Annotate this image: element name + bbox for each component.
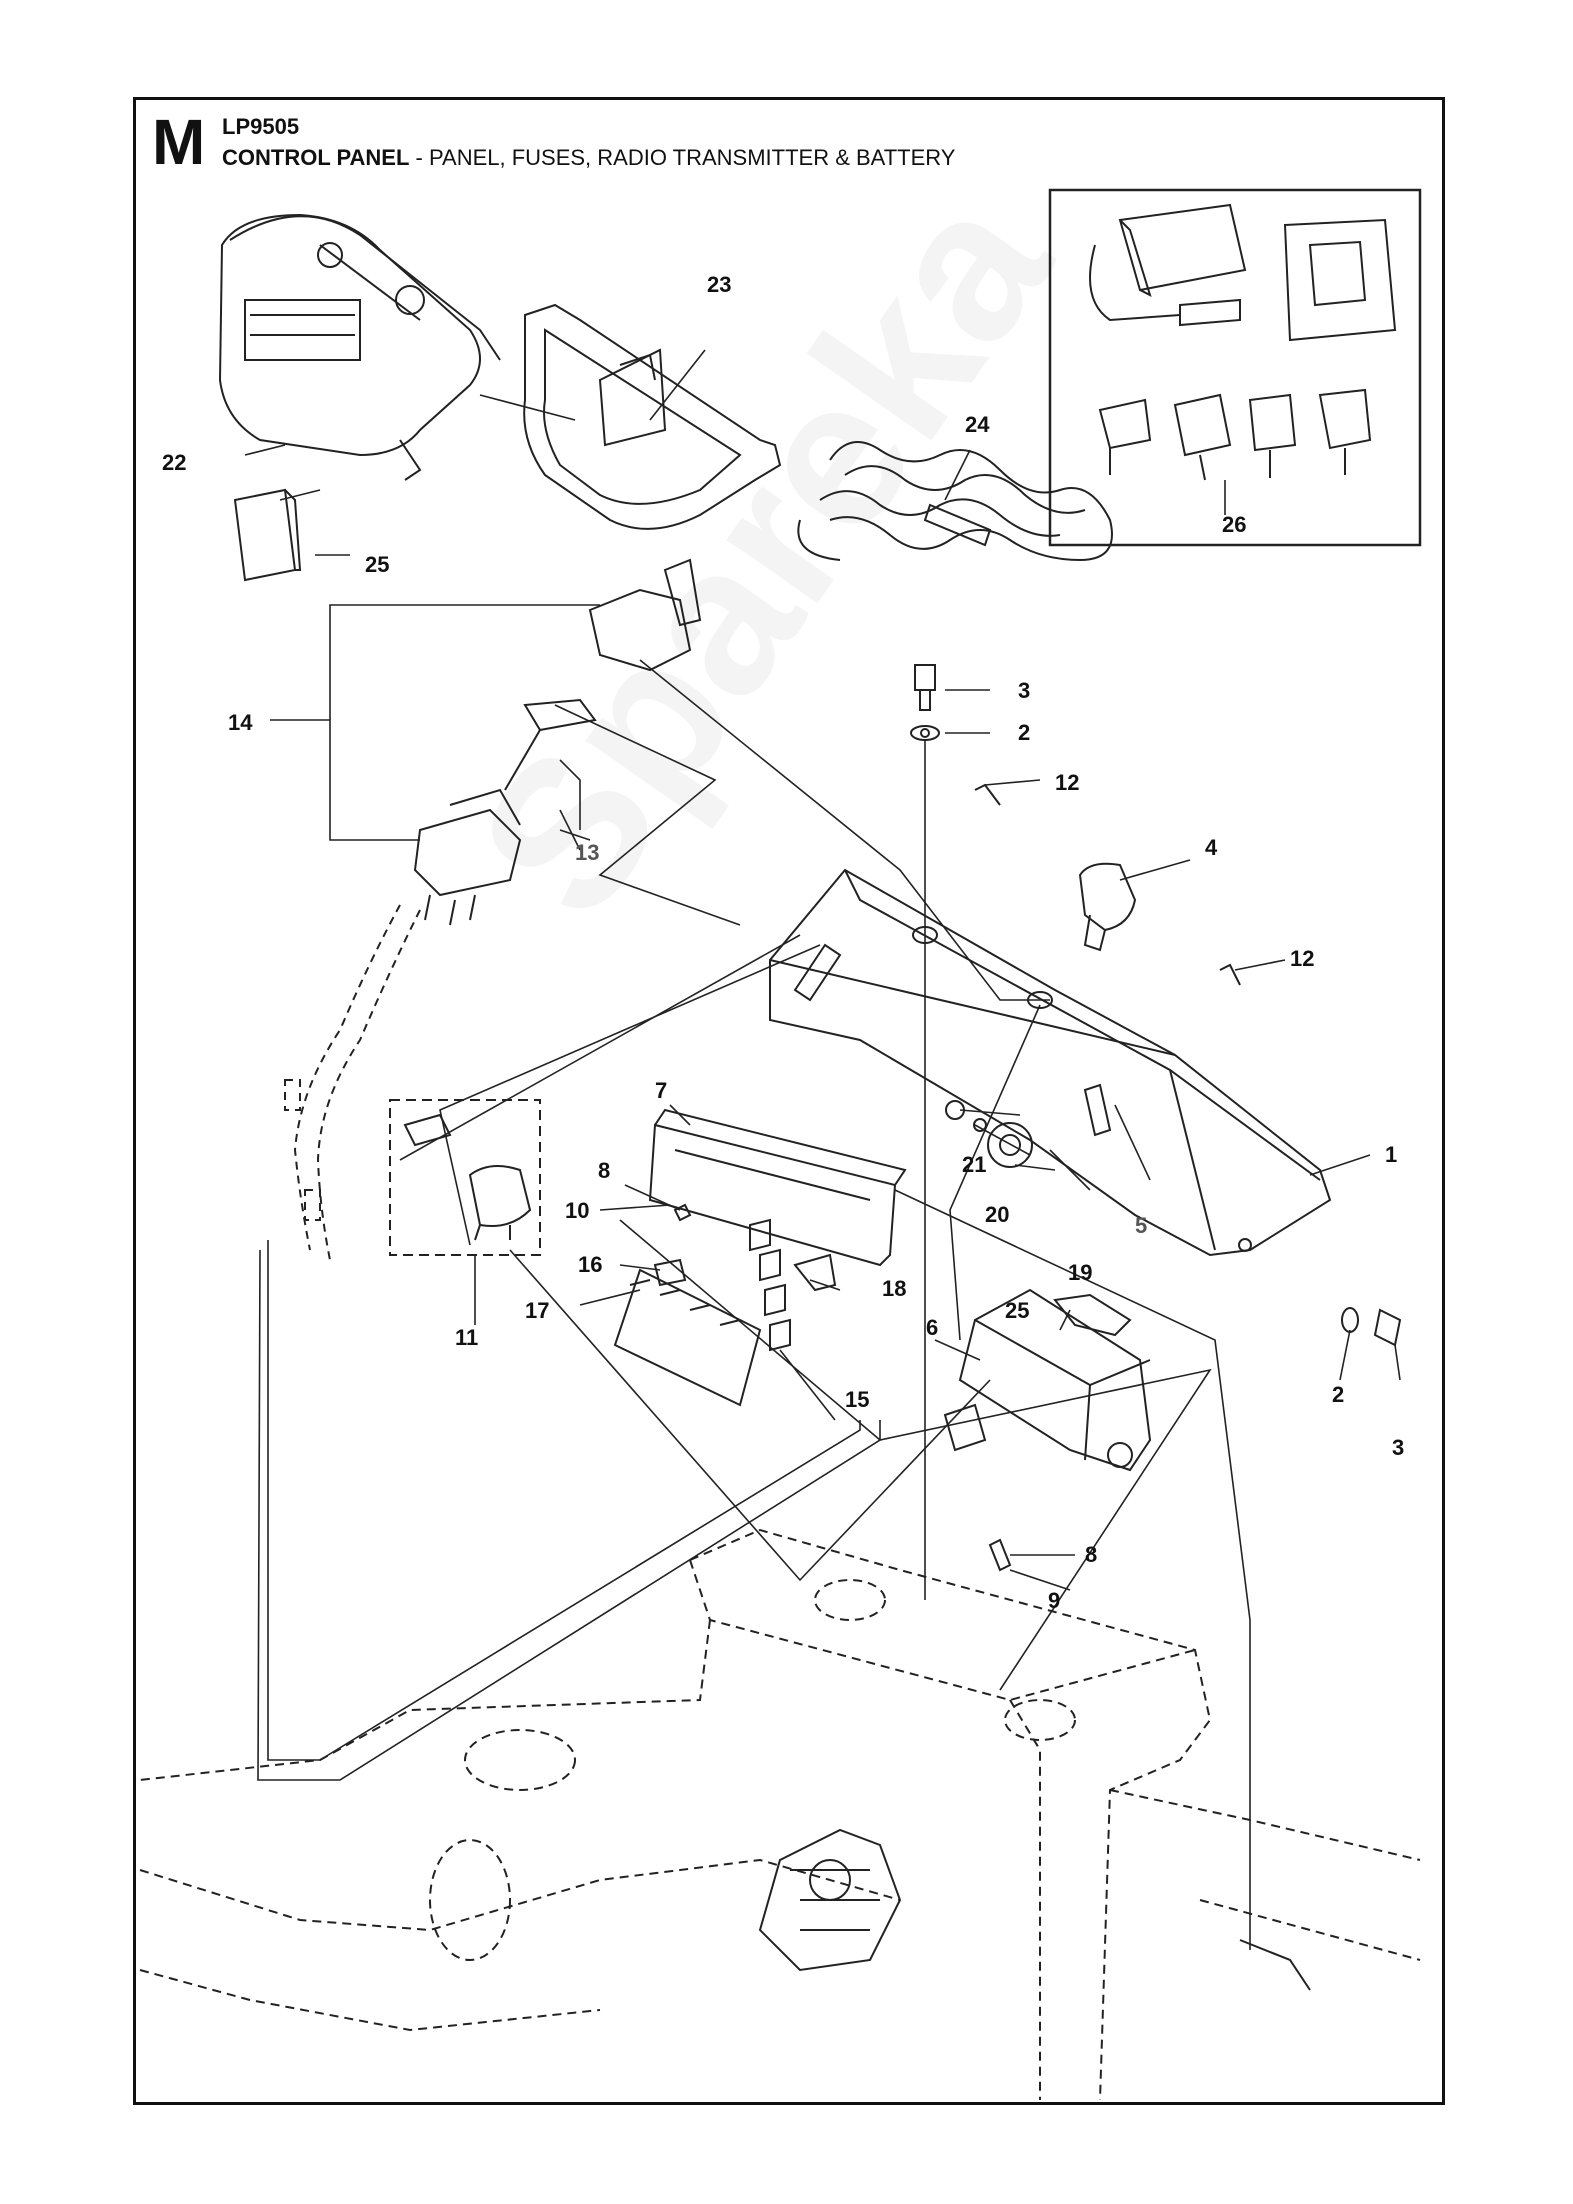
machine-frame-outline: [139, 1528, 1421, 2101]
callout-25a: 25: [365, 552, 389, 577]
callout-12b: 12: [1290, 946, 1314, 971]
callout-21: 21: [962, 1152, 986, 1177]
callout-13: 13: [575, 840, 599, 865]
callout-7: 7: [655, 1078, 667, 1103]
callout-12a: 12: [1055, 770, 1079, 795]
title-rest: - PANEL, FUSES, RADIO TRANSMITTER & BATT…: [409, 145, 956, 170]
callout-6: 6: [926, 1315, 938, 1340]
callout-3a: 3: [1018, 678, 1030, 703]
callout-22: 22: [162, 450, 186, 475]
coiled-cable-part: [797, 441, 1113, 562]
model-number: LP9505: [222, 114, 300, 139]
callout-2a: 2: [1018, 720, 1030, 745]
callout-23: 23: [707, 272, 731, 297]
diagram-frame: [133, 97, 1445, 2105]
transmitter-holder-part: [523, 303, 782, 530]
callout-8b: 8: [1085, 1542, 1097, 1567]
callout-1: 1: [1385, 1142, 1397, 1167]
wire-harness: [284, 904, 421, 1261]
charger-part: [1089, 203, 1397, 481]
callout-24: 24: [965, 412, 990, 437]
callout-5: 5: [1135, 1213, 1147, 1238]
callout-2b: 2: [1332, 1382, 1344, 1407]
callout-19: 19: [1068, 1260, 1092, 1285]
callout-8a: 8: [598, 1158, 610, 1183]
callout-9: 9: [1048, 1588, 1060, 1613]
callout-10: 10: [565, 1198, 589, 1223]
panel-bracket-part: [769, 868, 1332, 1257]
machine-detail: [758, 1828, 1311, 1991]
callout-20: 20: [985, 1202, 1009, 1227]
switch-part: [1078, 862, 1137, 952]
toggle-switch-part: [403, 1113, 532, 1241]
radio-transmitter-part: [218, 213, 501, 481]
fuse-box-part: [648, 1108, 907, 1267]
callout-18: 18: [882, 1276, 906, 1301]
callout-25b: 25: [1005, 1298, 1029, 1323]
battery-part-top: [233, 488, 302, 582]
callout-4: 4: [1205, 835, 1218, 860]
section-letter: M: [152, 106, 206, 178]
callout-11: 11: [455, 1325, 478, 1350]
receiver-box-part: [943, 1288, 1152, 1472]
leader-lines: [244, 349, 1401, 1950]
ignition-switch-part: [413, 558, 702, 926]
screws-bolts: [673, 664, 1402, 1572]
callout-15: 15: [845, 1387, 869, 1412]
fuses-part: [613, 1218, 837, 1407]
page-title: CONTROL PANEL - PANEL, FUSES, RADIO TRAN…: [222, 145, 955, 171]
charger-kit-inset: [1048, 188, 1422, 547]
toggle-switch-group: [389, 1099, 541, 1256]
title-bold: CONTROL PANEL: [222, 145, 410, 170]
callout-17: 17: [525, 1298, 549, 1323]
callout-14: 14: [228, 710, 253, 735]
callout-26: 26: [1222, 512, 1246, 537]
callout-16: 16: [578, 1252, 602, 1277]
callout-3b: 3: [1392, 1435, 1404, 1460]
